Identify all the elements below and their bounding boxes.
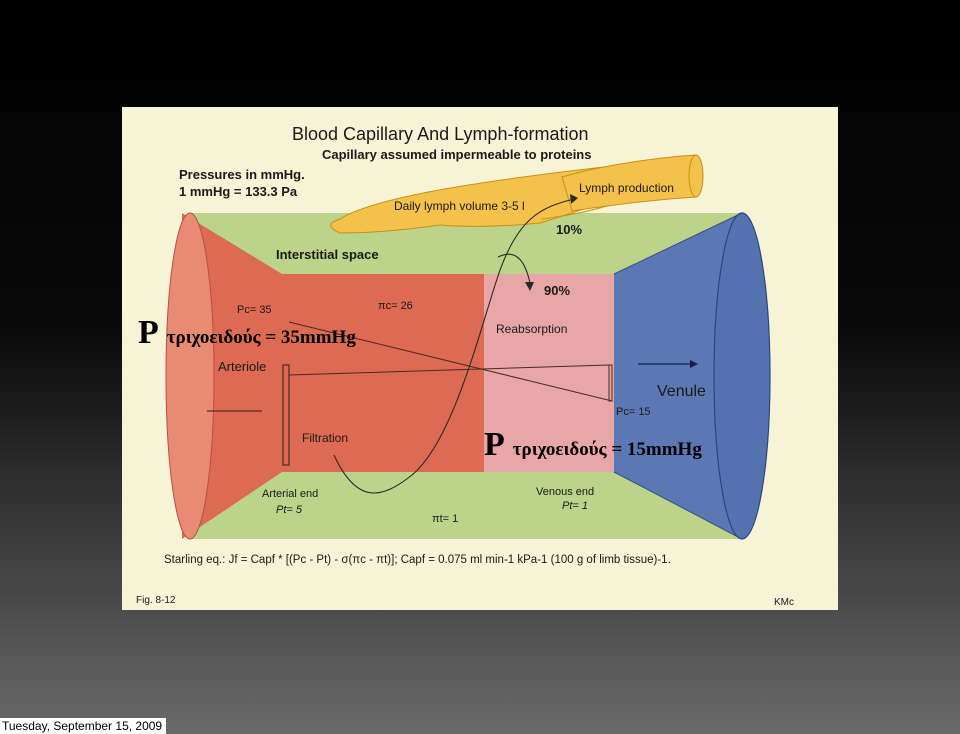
arterial-pressure-text: τριχοειδούς = 35mmHg (166, 327, 356, 348)
arterial-funnel (182, 213, 484, 539)
p-letter: P (138, 314, 159, 351)
starling-equation: Starling eq.: Jf = Capf * [(Pc - Pt) - σ… (164, 554, 671, 566)
venous-end-label: Venous end (536, 486, 594, 498)
figure-title: Blood Capillary And Lymph-formation (292, 124, 588, 144)
figure-subtitle: Capillary assumed impermeable to protein… (322, 147, 591, 162)
arterial-end-label: Arterial end (262, 488, 318, 500)
figure-number: Fig. 8-12 (136, 595, 176, 606)
interstitial-space-label: Interstitial space (276, 247, 379, 262)
pc15-label: Pc= 15 (616, 406, 651, 418)
p-letter: P (484, 426, 505, 463)
reabsorption-label: Reabsorption (496, 322, 567, 336)
arterial-end-ellipse (165, 212, 215, 540)
percent-90-label: 90% (544, 283, 570, 298)
venous-pt-label: Pt= 1 (562, 500, 588, 512)
lymph-production-label: Lymph production (579, 181, 674, 195)
percent-10-label: 10% (556, 222, 582, 237)
pit1-label: πt= 1 (432, 513, 458, 525)
reabsorption-zone (484, 274, 614, 472)
filtration-curve-arrow (333, 198, 575, 494)
pressures-line-2: 1 mmHg = 133.3 Pa (179, 184, 298, 199)
arteriole-label: Arteriole (218, 359, 266, 374)
filtration-label: Filtration (302, 431, 348, 445)
capillary-diagram: Blood Capillary And Lymph-formation Capi… (122, 107, 838, 610)
pressures-line-1: Pressures in mmHg. (179, 167, 305, 182)
pic26-label: πc= 26 (378, 300, 413, 312)
venous-funnel (614, 213, 742, 539)
diagram-figure: Blood Capillary And Lymph-formation Capi… (122, 107, 838, 610)
venous-pressure-text: τριχοειδούς = 15mmHg (512, 439, 702, 460)
lymph-tube-opening (688, 154, 704, 198)
arterial-pt-label: Pt= 5 (276, 504, 303, 516)
venous-end-ellipse (713, 212, 771, 540)
pc35-label: Pc= 35 (237, 304, 272, 316)
author-initials: KMc (774, 597, 794, 608)
footer-date: Tuesday, September 15, 2009 (0, 718, 166, 734)
reabsorption-curve-arrow (497, 253, 531, 284)
daily-lymph-label: Daily lymph volume 3-5 l (394, 199, 525, 213)
venule-label: Venule (657, 383, 706, 400)
